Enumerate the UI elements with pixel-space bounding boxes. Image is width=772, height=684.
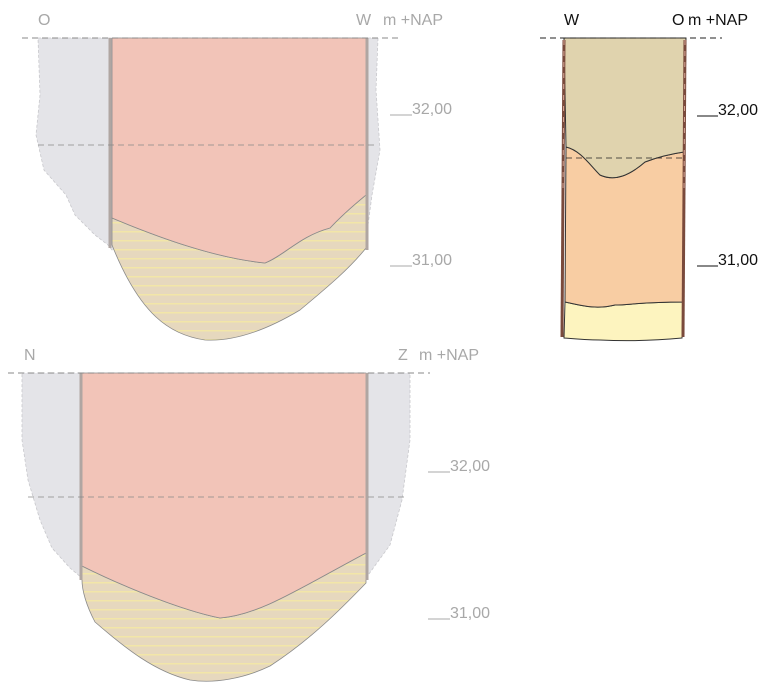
section-nz-right-label: Z — [398, 347, 408, 364]
section-wo-level-lower: 31,00 — [718, 252, 758, 269]
section-ow-unit: m +NAP — [383, 12, 443, 29]
section-wo-wall-left — [560, 39, 566, 338]
section-nz-level-upper: 32,00 — [450, 458, 490, 475]
section-wo-yellow-fill — [563, 301, 684, 342]
section-wo-right-label: O — [672, 12, 684, 29]
section-wo-wall-right — [681, 39, 687, 338]
section-nz-unit: m +NAP — [419, 347, 479, 364]
section-wo-left-label: W — [564, 12, 580, 29]
section-ow-level-lower: 31,00 — [412, 252, 452, 269]
section-nz-pink-fill — [81, 372, 367, 619]
section-wo-wall-left-dash — [562, 39, 565, 191]
section-nz: N Z m +NAP 32,00 31,00 — [8, 347, 490, 682]
section-nz-level-lower: 31,00 — [450, 605, 490, 622]
section-wo-unit: m +NAP — [688, 12, 748, 29]
section-ow-pink-fill — [111, 37, 367, 264]
section-wo: W O m +NAP 32,00 31,00 — [540, 12, 758, 342]
section-wo-level-upper: 32,00 — [718, 102, 758, 119]
section-ow: O W m +NAP 32,00 31,00 — [22, 12, 452, 341]
section-ow-left-label: O — [38, 12, 50, 29]
section-ow-right-label: W — [356, 12, 372, 29]
section-ow-level-upper: 32,00 — [412, 101, 452, 118]
section-wo-olive-fill — [563, 37, 687, 179]
section-wo-wall-right-dash — [683, 39, 686, 191]
section-nz-left-label: N — [24, 347, 36, 364]
